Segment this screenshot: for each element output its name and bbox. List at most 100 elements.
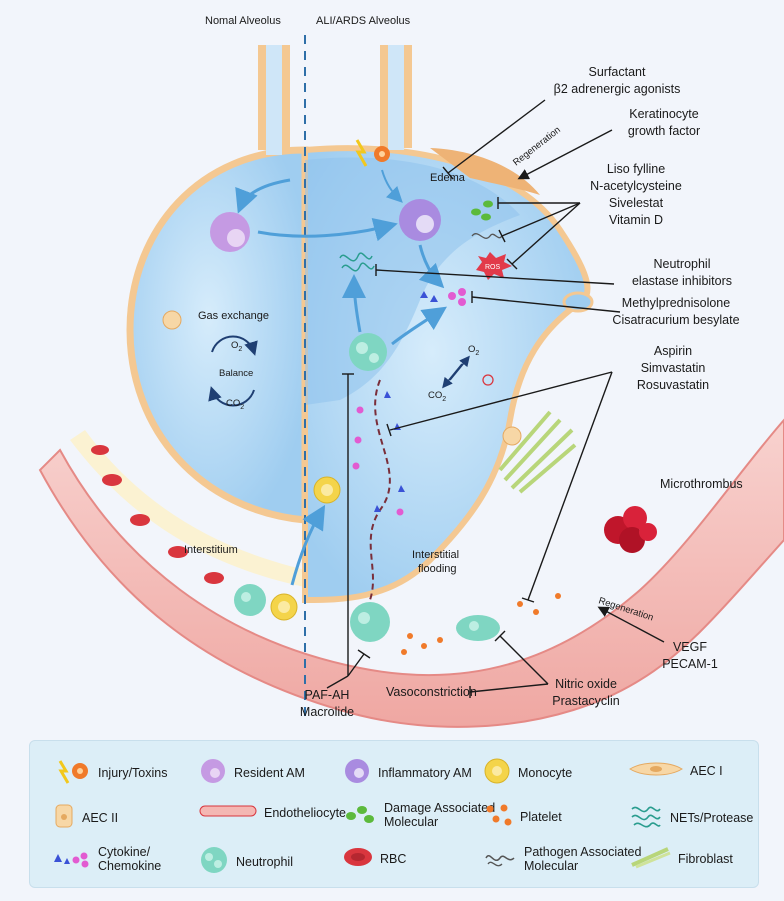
microthrombus-label: Microthrombus <box>660 477 743 491</box>
legend-label-line: RBC <box>380 851 407 866</box>
am-arrow-right <box>257 217 398 242</box>
gas-exchange-label: Gas exchange <box>198 310 269 322</box>
endotheliocyte-icon <box>198 801 258 824</box>
legend-item-monocyte: Monocyte <box>482 757 572 788</box>
svg-text:VEGF: VEGF <box>673 640 707 654</box>
svg-text:Methylprednisolone: Methylprednisolone <box>622 296 730 310</box>
legend-item-aec2: AEC II <box>52 801 118 834</box>
monocyte-interstitial <box>313 476 341 504</box>
monocyte-migration-arrow <box>290 504 326 586</box>
legend-label-line: Platelet <box>520 809 562 824</box>
legend-label: Platelet <box>520 810 562 824</box>
svg-text:Sivelestat: Sivelestat <box>609 196 664 210</box>
damp-molecules <box>471 200 493 221</box>
neutrophil-alveolar <box>349 333 387 371</box>
therapy-methylpred: Methylprednisolone Cisatracurium besylat… <box>612 296 739 327</box>
am-arrow-left <box>235 178 291 214</box>
legend-label: NETs/Protease <box>670 811 753 825</box>
right-airway <box>380 45 412 148</box>
svg-text:Nitric oxide: Nitric oxide <box>555 677 617 691</box>
legend-label-line: Fibroblast <box>678 851 733 866</box>
legend-label-line: Neutrophil <box>236 854 293 869</box>
therapy-lisofylline: Liso fylline N-acetylcysteine Sivelestat… <box>590 162 682 227</box>
therapy-kgf: Keratinocyte growth factor <box>628 107 700 138</box>
legend-label-line: Resident AM <box>234 765 305 780</box>
co2-label-ards: CO2 <box>428 390 446 403</box>
legend-item-rbc: RBC <box>342 845 406 872</box>
legend-label-line: NETs/Protease <box>670 810 754 825</box>
header-normal: Nomal Alveolus <box>205 15 281 27</box>
legend-item-aec1: AEC I <box>628 757 723 784</box>
legend-item-neutrophil: Neutrophil <box>198 845 293 878</box>
interstitium-label: Interstitium <box>184 544 238 556</box>
nets-icon <box>628 801 664 834</box>
co2-arrow-ards <box>442 363 463 389</box>
neutrophil-to-cytokine-arrow <box>391 306 447 346</box>
red-blood-cells <box>91 445 224 584</box>
legend-label-line: AEC II <box>82 810 119 825</box>
fibroblast-icon <box>628 845 672 872</box>
legend-item-injury: Injury/Toxins <box>52 757 167 788</box>
legend-label: Neutrophil <box>236 855 293 869</box>
legend-panel: Injury/Toxins Resident AM Inflammatory AM M… <box>29 740 759 888</box>
svg-text:N-acetylcysteine: N-acetylcysteine <box>590 179 682 193</box>
svg-text:Aspirin: Aspirin <box>654 344 692 358</box>
o2-label-ards: O2 <box>468 344 479 357</box>
legend-label: Endotheliocyte <box>264 806 346 820</box>
legend-label-line: Molecular <box>524 859 579 873</box>
resident-am <box>210 212 250 252</box>
inhibition-lines <box>326 99 621 698</box>
legend-label-line: Damage Associated <box>384 801 496 815</box>
platelets <box>401 593 561 655</box>
svg-text:ROS: ROS <box>485 264 501 271</box>
monocyte-icon <box>482 757 512 788</box>
svg-text:Vitamin D: Vitamin D <box>609 213 663 227</box>
legend-label: AEC I <box>690 764 723 778</box>
legend-label: Resident AM <box>234 766 305 780</box>
svg-text:PAF-AH: PAF-AH <box>305 688 350 702</box>
damaged-aec1-layer <box>430 148 540 195</box>
fibroblast-cluster <box>498 410 577 494</box>
aec2-cell <box>162 310 522 446</box>
neutrophil-icon <box>198 845 230 878</box>
svg-text:elastase inhibitors: elastase inhibitors <box>632 274 732 288</box>
svg-text:Cisatracurium besylate: Cisatracurium besylate <box>612 313 739 327</box>
legend-item-nets: NETs/Protease <box>628 801 753 834</box>
aec2-icon <box>52 801 76 834</box>
legend-item-fibroblast: Fibroblast <box>628 845 733 872</box>
therapy-nitric: Nitric oxide Prastacyclin <box>552 677 619 708</box>
neutrophil-vessel-2 <box>350 602 390 642</box>
microthrombus <box>604 506 657 553</box>
legend-label-line: Injury/Toxins <box>98 765 168 780</box>
svg-text:Liso fylline: Liso fylline <box>607 162 665 176</box>
legend-item-endotheliocyte: Endotheliocyte <box>198 801 346 824</box>
legend-label: Inflammatory AM <box>378 766 472 780</box>
neutrophil-to-nets-arrow <box>342 274 367 333</box>
legend-label-line: Endotheliocyte <box>264 805 347 820</box>
interstitial-flooding-label-2: flooding <box>418 563 457 575</box>
legend-label: RBC <box>380 852 406 866</box>
monocyte-vessel <box>270 593 298 621</box>
legend-label-line: AEC I <box>690 763 723 778</box>
svg-text:Neutrophil: Neutrophil <box>654 257 711 271</box>
vasoconstriction-label: Vasoconstriction <box>386 685 477 699</box>
svg-text:Simvastatin: Simvastatin <box>641 361 706 375</box>
svg-text:Macrolide: Macrolide <box>300 705 354 719</box>
svg-text:Keratinocyte: Keratinocyte <box>629 107 699 121</box>
pamp-icon <box>482 846 518 873</box>
reduced-exchange-icon <box>482 374 494 386</box>
cytokine-icon <box>52 848 92 871</box>
ros-burst: ROS <box>476 252 512 280</box>
header-ards: ALI/ARDS Alveolus <box>316 15 411 27</box>
legend-label-line: Chemokine <box>98 859 162 873</box>
kgf-arrow <box>517 129 613 180</box>
legend-label-line: Pathogen Associated <box>524 845 642 859</box>
therapy-paf: PAF-AH Macrolide <box>300 688 354 719</box>
svg-text:Rosuvastatin: Rosuvastatin <box>637 378 709 392</box>
injury-arrow <box>381 169 403 203</box>
legend-label: Cytokine/Chemokine <box>98 845 161 873</box>
